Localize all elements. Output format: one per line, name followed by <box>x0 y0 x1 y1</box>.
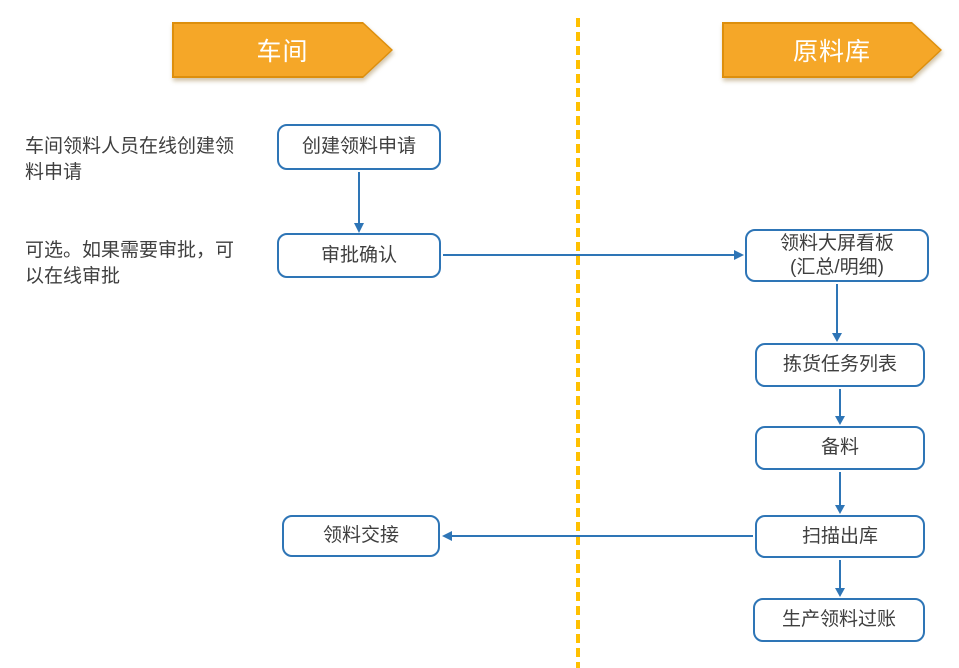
connector-prep-to-scan <box>835 472 845 514</box>
arrowhead-down <box>835 505 845 514</box>
node-create-request: 创建领料申请 <box>277 124 441 170</box>
arrowhead-down <box>832 333 842 342</box>
connector-dashboard-to-picking <box>832 284 842 342</box>
arrowhead-down <box>354 223 364 233</box>
lane-divider-dashed-line <box>576 18 580 668</box>
node-material-prep: 备料 <box>755 426 925 470</box>
node-production-posting: 生产领料过账 <box>753 598 925 642</box>
lane-title-workshop: 车间 <box>256 38 309 66</box>
annotation-create-note: 车间领料人员在线创建领 料申请 <box>25 136 235 184</box>
arrowhead-down <box>835 588 845 597</box>
node-approval-confirm: 审批确认 <box>277 233 441 278</box>
connector-scan-to-posting <box>835 560 845 597</box>
lane-header-warehouse: 原料库 <box>722 22 942 78</box>
node-picking-task-list: 拣货任务列表 <box>755 343 925 387</box>
node-scan-outbound: 扫描出库 <box>755 515 925 558</box>
connector-scan-to-handover <box>442 531 753 541</box>
arrowhead-down <box>835 416 845 425</box>
connector-picking-to-prep <box>835 389 845 425</box>
annotation-approval-note: 可选。如果需要审批，可 以在线审批 <box>25 240 235 288</box>
node-material-handover: 领料交接 <box>282 515 440 557</box>
connector-create-to-approval <box>354 172 364 233</box>
lane-header-workshop: 车间 <box>172 22 393 78</box>
lane-title-warehouse: 原料库 <box>792 38 871 66</box>
arrowhead-left <box>442 531 452 541</box>
connector-approval-to-dashboard <box>443 250 744 260</box>
node-dashboard: 领料大屏看板 (汇总/明细) <box>745 229 929 282</box>
arrowhead-right <box>734 250 744 260</box>
